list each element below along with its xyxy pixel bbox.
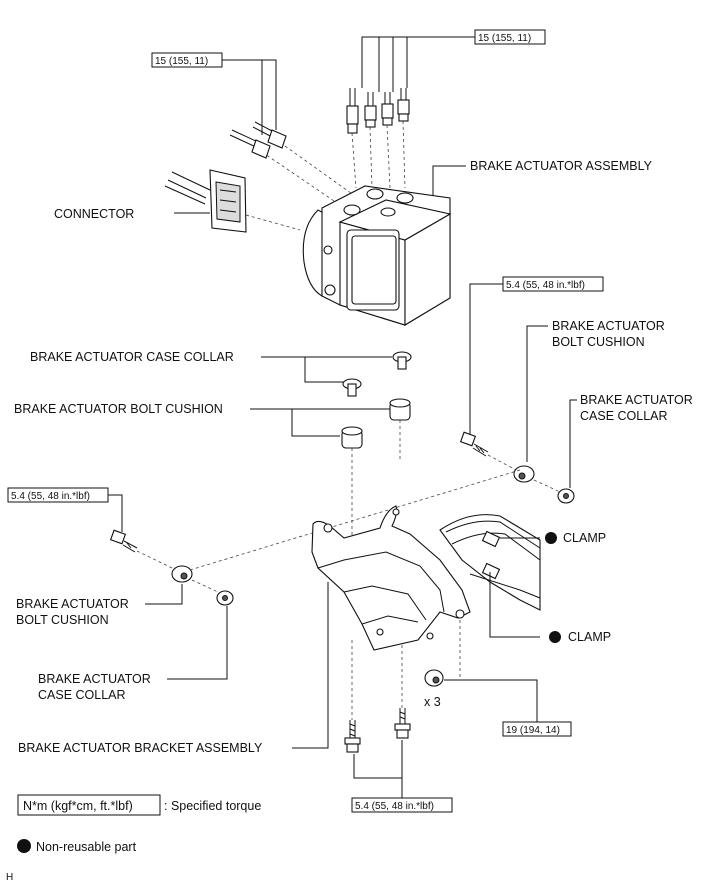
leader-cushion-right bbox=[526, 325, 548, 462]
bolt-cushion-center-top bbox=[389, 398, 411, 421]
dashed-guides-fittings bbox=[261, 120, 406, 206]
legend-non-reusable: Non-reusable part bbox=[17, 839, 137, 854]
leader-cushion-lower bbox=[145, 584, 183, 605]
case-collar-right bbox=[557, 488, 575, 504]
case-collar-lower-label-1: BRAKE ACTUATOR bbox=[38, 672, 151, 686]
svg-text:5.4 (55, 48 in.*lbf): 5.4 (55, 48 in.*lbf) bbox=[355, 801, 434, 812]
nut-quantity-label: x 3 bbox=[424, 695, 441, 709]
leader-nut bbox=[444, 679, 538, 722]
bolt-cushion-center-mid bbox=[341, 426, 363, 449]
dashed-guide-right-bolt bbox=[487, 454, 517, 471]
brake-line-fittings-left bbox=[229, 121, 287, 159]
torque-box-brake-lines-left: 15 (155, 11) bbox=[151, 52, 223, 68]
bolt-cushion-left-label: BRAKE ACTUATOR BOLT CUSHION bbox=[14, 402, 223, 416]
bolt-cushion-right-label-2: BOLT CUSHION bbox=[552, 335, 645, 349]
leader-brake-lines-right bbox=[361, 36, 475, 92]
clamp-top-label: CLAMP bbox=[563, 531, 606, 545]
svg-text:Non-reusable part: Non-reusable part bbox=[36, 840, 137, 854]
brake-actuator-assembly bbox=[302, 185, 452, 326]
leader-bolt-left bbox=[108, 494, 123, 532]
svg-text:: Specified torque: : Specified torque bbox=[164, 799, 261, 813]
torque-box-bracket-bolts: 5.4 (55, 48 in.*lbf) bbox=[351, 797, 453, 813]
leader-bracket bbox=[292, 582, 329, 749]
clamp-bottom-marker bbox=[549, 631, 561, 643]
clamp-top-marker bbox=[545, 532, 557, 544]
case-collar-lower-label-2: CASE COLLAR bbox=[38, 688, 126, 702]
actuator-leader bbox=[432, 165, 466, 196]
bracket-assembly-label: BRAKE ACTUATOR BRACKET ASSEMBLY bbox=[18, 741, 263, 755]
case-collar-center-mid bbox=[342, 378, 362, 397]
bolt-right bbox=[459, 431, 489, 457]
connector-label: CONNECTOR bbox=[54, 207, 134, 221]
bolt-cushion-left bbox=[171, 565, 193, 583]
leader-collar-center bbox=[261, 356, 345, 383]
brake-actuator-assembly-label: BRAKE ACTUATOR ASSEMBLY bbox=[470, 159, 653, 173]
bolt-cushion-right-label-1: BRAKE ACTUATOR bbox=[552, 319, 665, 333]
leader-bracket-bolts bbox=[353, 740, 403, 779]
figure-code: H bbox=[6, 872, 13, 882]
svg-text:5.4 (55, 48 in.*lbf): 5.4 (55, 48 in.*lbf) bbox=[506, 280, 585, 291]
svg-text:15 (155, 11): 15 (155, 11) bbox=[155, 56, 208, 67]
legend-torque-unit: N*m (kgf*cm, ft.*lbf) : Specified torque bbox=[17, 794, 261, 816]
torque-box-bolt-right: 5.4 (55, 48 in.*lbf) bbox=[502, 276, 604, 292]
bolt-left bbox=[109, 529, 138, 553]
bolt-cushion-right bbox=[513, 465, 535, 483]
leader-brake-lines-left bbox=[222, 59, 277, 135]
torque-box-bolt-left: 5.4 (55, 48 in.*lbf) bbox=[7, 487, 109, 503]
dashed-guide-right-collar bbox=[533, 479, 561, 493]
bolt-cushion-lower-label-1: BRAKE ACTUATOR bbox=[16, 597, 129, 611]
case-collar-right-label-1: BRAKE ACTUATOR bbox=[580, 393, 693, 407]
svg-text:N*m (kgf*cm, ft.*lbf): N*m (kgf*cm, ft.*lbf) bbox=[23, 799, 133, 813]
case-collar-center-top bbox=[392, 351, 412, 370]
case-collar-left-label: BRAKE ACTUATOR CASE COLLAR bbox=[30, 350, 234, 364]
svg-text:5.4 (55, 48 in.*lbf): 5.4 (55, 48 in.*lbf) bbox=[11, 491, 90, 502]
svg-text:19 (194, 14): 19 (194, 14) bbox=[506, 725, 560, 736]
bracket-bolt-left bbox=[344, 720, 361, 753]
torque-box-nut: 19 (194, 14) bbox=[502, 721, 572, 737]
leader-collar-lower bbox=[167, 606, 228, 680]
dashed-guide-left-collar bbox=[191, 579, 219, 593]
bracket-bolt-right bbox=[394, 708, 411, 739]
leader-collar-right bbox=[569, 399, 577, 488]
svg-text:15 (155, 11): 15 (155, 11) bbox=[478, 33, 531, 44]
leader-bolt-right bbox=[469, 283, 503, 436]
leader-cushion-center bbox=[250, 408, 340, 437]
bolt-cushion-lower-label-2: BOLT CUSHION bbox=[16, 613, 109, 627]
dashed-guide-left-bolt bbox=[136, 550, 173, 569]
brake-actuator-bracket-assembly bbox=[311, 505, 471, 651]
brake-line-fittings-top bbox=[346, 88, 410, 134]
clamp-bottom-label: CLAMP bbox=[568, 630, 611, 644]
leader-clamp-bottom bbox=[489, 572, 540, 638]
case-collar-left bbox=[216, 590, 234, 606]
torque-box-brake-lines-right: 15 (155, 11) bbox=[474, 29, 546, 45]
case-collar-right-label-2: CASE COLLAR bbox=[580, 409, 668, 423]
connector bbox=[164, 169, 301, 233]
nut bbox=[424, 669, 444, 687]
